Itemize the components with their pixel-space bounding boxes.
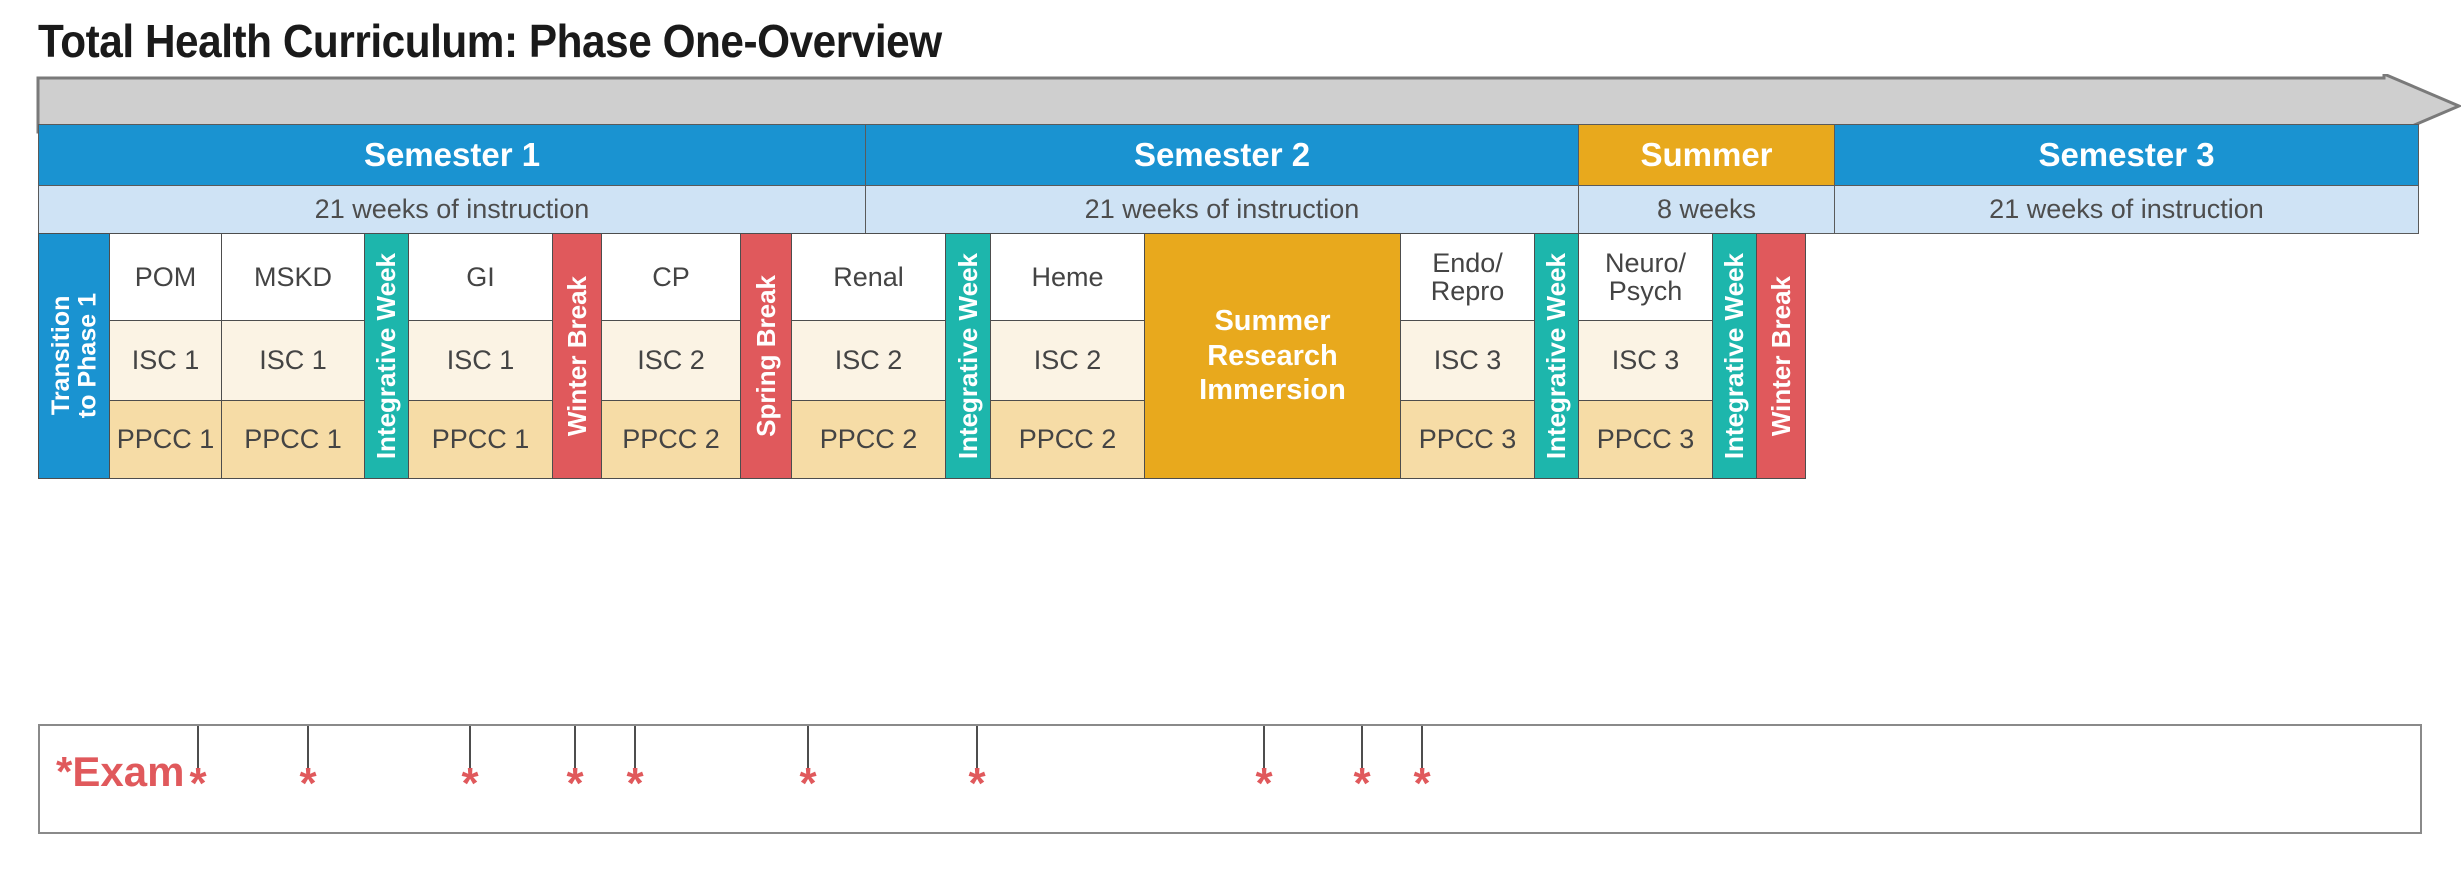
exam-tick xyxy=(574,726,576,770)
exam-row: *Exam * * * * * * * * * * xyxy=(38,724,2422,834)
semester-header-4: Semester 3 xyxy=(1834,124,2419,186)
exam-tick xyxy=(307,726,309,770)
vertical-label: Integrative Week xyxy=(1719,252,1749,460)
ppcc-label: PPCC 2 xyxy=(991,400,1144,478)
exam-marker: * xyxy=(1413,759,1431,808)
course-name: MSKD xyxy=(222,234,364,322)
ppcc-label: PPCC 1 xyxy=(222,400,364,478)
exam-tick xyxy=(807,726,809,770)
course-name: Endo/Repro xyxy=(1401,234,1534,322)
exam-legend-label: *Exam xyxy=(56,748,185,795)
column-integrative-week: Integrative Week xyxy=(364,233,409,479)
exam-tick xyxy=(1421,726,1423,770)
exam-marker: * xyxy=(566,759,584,808)
isc-label: ISC 3 xyxy=(1579,321,1712,401)
exam-tick xyxy=(1361,726,1363,770)
exam-marker: * xyxy=(1255,759,1273,808)
isc-label: ISC 2 xyxy=(991,321,1144,401)
exam-marker: * xyxy=(968,759,986,808)
column-winter-break: Winter Break xyxy=(552,233,602,479)
exam-marker: * xyxy=(189,759,207,808)
course-name: Heme xyxy=(991,234,1144,322)
column-winter-break: Winter Break xyxy=(1756,233,1806,479)
vertical-label: Spring Break xyxy=(750,275,781,437)
vertical-label: Integrative Week xyxy=(1541,252,1571,460)
column-integrative-week: Integrative Week xyxy=(945,233,991,479)
vertical-label: Winter Break xyxy=(561,275,592,437)
semester-header-1: Semester 1 xyxy=(38,124,866,186)
exam-marker: * xyxy=(461,759,479,808)
isc-label: ISC 2 xyxy=(602,321,740,401)
course-name: GI xyxy=(409,234,552,322)
ppcc-label: PPCC 3 xyxy=(1401,400,1534,478)
course-name: POM xyxy=(110,234,221,322)
exam-marker: * xyxy=(299,759,317,808)
isc-label: ISC 2 xyxy=(792,321,945,401)
column-integrative-week: Integrative Week xyxy=(1534,233,1579,479)
exam-marker: * xyxy=(799,759,817,808)
weeks-label-3: 8 weeks xyxy=(1578,185,1835,234)
isc-label: ISC 1 xyxy=(409,321,552,401)
exam-tick xyxy=(634,726,636,770)
isc-label: ISC 1 xyxy=(222,321,364,401)
exam-marker: * xyxy=(626,759,644,808)
exam-marker: * xyxy=(1353,759,1371,808)
course-name: Neuro/Psych xyxy=(1579,234,1712,322)
ppcc-label: PPCC 2 xyxy=(792,400,945,478)
ppcc-label: PPCC 2 xyxy=(602,400,740,478)
page-title: Total Health Curriculum: Phase One-Overv… xyxy=(38,15,942,67)
weeks-label-4: 21 weeks of instruction xyxy=(1834,185,2419,234)
column-integrative-week: Integrative Week xyxy=(1712,233,1757,479)
semester-header-3: Summer xyxy=(1578,124,1835,186)
ppcc-label: PPCC 3 xyxy=(1579,400,1712,478)
semester-header-2: Semester 2 xyxy=(865,124,1579,186)
ppcc-label: PPCC 1 xyxy=(409,400,552,478)
ppcc-label: PPCC 1 xyxy=(110,400,221,478)
weeks-label-1: 21 weeks of instruction xyxy=(38,185,866,234)
course-name: Renal xyxy=(792,234,945,322)
course-name: CP xyxy=(602,234,740,322)
exam-tick xyxy=(197,726,199,770)
isc-label: ISC 1 xyxy=(110,321,221,401)
isc-label: ISC 3 xyxy=(1401,321,1534,401)
exam-tick xyxy=(1263,726,1265,770)
vertical-label: Integrative Week xyxy=(371,252,401,460)
vertical-label: Integrative Week xyxy=(952,252,983,460)
exam-tick xyxy=(976,726,978,770)
exam-tick xyxy=(469,726,471,770)
weeks-label-2: 21 weeks of instruction xyxy=(865,185,1579,234)
vertical-label: Winter Break xyxy=(1765,275,1796,437)
column-spring-break: Spring Break xyxy=(740,233,792,479)
